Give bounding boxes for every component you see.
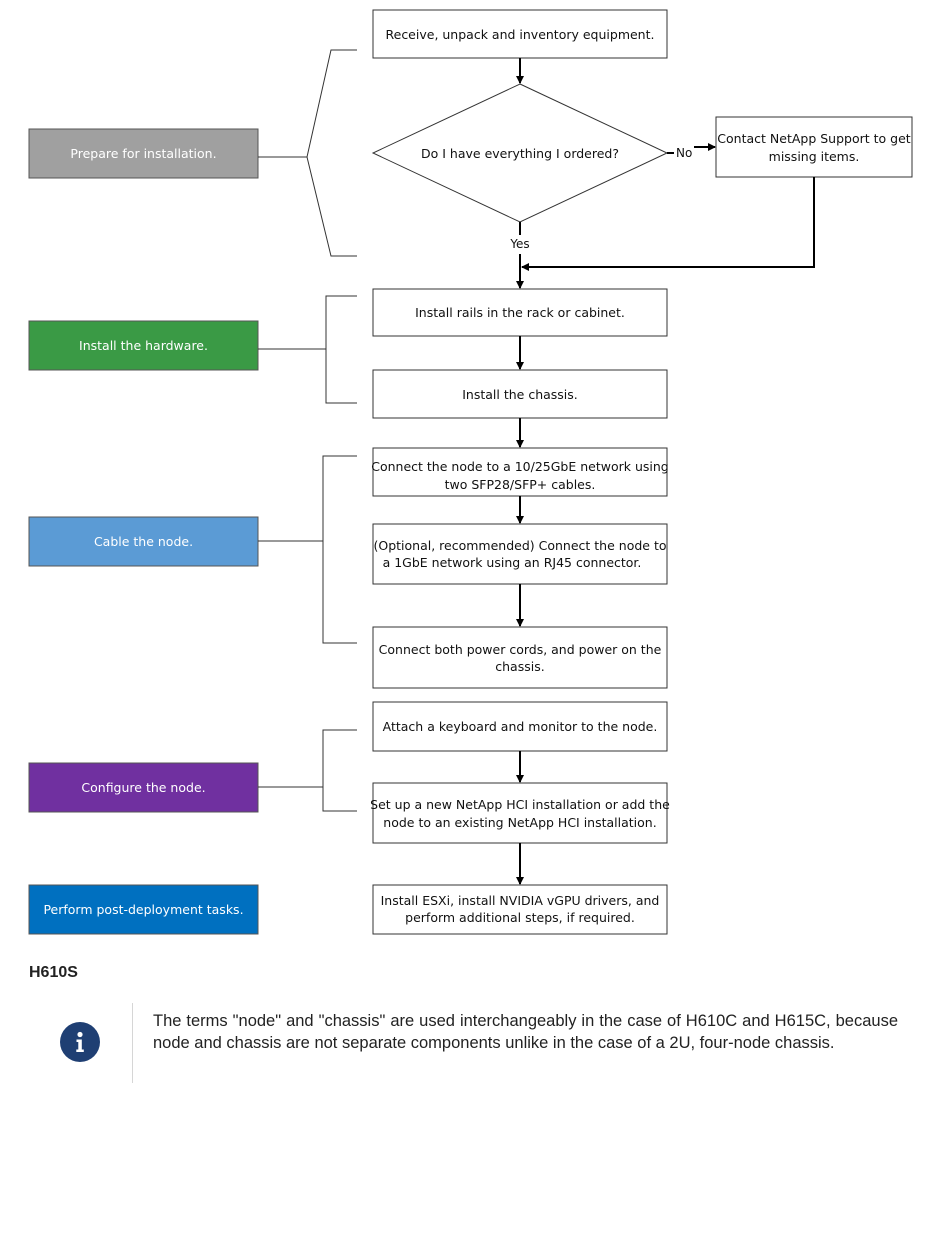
arrow-contact-return <box>521 177 815 271</box>
info-icon <box>60 1022 100 1062</box>
decision-label: Do I have everything I ordered? <box>421 146 619 161</box>
phase-cable-node: Cable the node. <box>28 516 259 567</box>
phase-install-hardware: Install the hardware. <box>28 320 259 371</box>
section-heading: H610S <box>29 964 78 981</box>
phase-install-hardware-label: Install the hardware. <box>79 338 208 353</box>
step-connect-network-box <box>372 447 668 497</box>
note-text: The terms "node" and "chassis" are used … <box>153 1012 898 1052</box>
bracket-cable <box>322 455 357 644</box>
step-rails-label: Install rails in the rack or cabinet. <box>415 305 625 320</box>
step-setup-line1: Set up a new NetApp HCI installation or … <box>370 797 670 812</box>
step-chassis-label: Install the chassis. <box>462 387 578 402</box>
installation-flowchart: Prepare for installation. Install the ha… <box>28 9 913 935</box>
step-power-box <box>372 626 668 689</box>
step-keyboard-box <box>372 701 668 752</box>
step-esxi-line1: Install ESXi, install NVIDIA vGPU driver… <box>381 893 660 908</box>
phase-configure-node-label: Configure the node. <box>81 780 205 795</box>
phase-cable-node-label: Cable the node. <box>94 534 193 549</box>
step-power-line1: Connect both power cords, and power on t… <box>379 642 662 657</box>
step-setup-box <box>372 782 668 844</box>
decision-yes-label: Yes <box>509 237 529 251</box>
bracket-configure <box>322 729 357 812</box>
phase-post-deployment: Perform post-deployment tasks. <box>28 884 259 935</box>
decision-no-label: No <box>676 146 692 160</box>
phase-configure-node: Configure the node. <box>28 762 259 813</box>
step-optional-network-line2: a 1GbE network using an RJ45 connector. <box>383 555 642 570</box>
step-optional-network-box <box>372 523 668 585</box>
step-setup-line2: node to an existing NetApp HCI installat… <box>383 815 656 830</box>
step-power-line2: chassis. <box>495 659 544 674</box>
phase-prepare-label: Prepare for installation. <box>70 146 216 161</box>
phase-post-deployment-label: Perform post-deployment tasks. <box>43 902 243 917</box>
step-keyboard-label: Attach a keyboard and monitor to the nod… <box>383 719 658 734</box>
step-esxi-box <box>372 884 668 935</box>
step-connect-network-line2: two SFP28/SFP+ cables. <box>445 477 596 492</box>
note-callout: The terms "node" and "chassis" are used … <box>30 1003 910 1083</box>
step-chassis-box <box>372 369 668 419</box>
note-divider <box>132 1003 133 1083</box>
phase-brackets <box>258 49 357 812</box>
step-rails-box <box>372 288 668 337</box>
step-esxi-line2: perform additional steps, if required. <box>405 910 635 925</box>
step-contact-label-line2: missing items. <box>769 149 860 164</box>
bracket-hardware <box>325 295 357 404</box>
step-contact-label-line1: Contact NetApp Support to get <box>717 131 910 146</box>
step-receive-box <box>372 9 668 59</box>
bracket-prepare <box>306 49 357 257</box>
step-connect-network-line1: Connect the node to a 10/25GbE network u… <box>371 459 669 474</box>
step-receive-label: Receive, unpack and inventory equipment. <box>386 27 655 42</box>
step-contact-box <box>715 116 913 178</box>
phase-prepare: Prepare for installation. <box>28 128 259 179</box>
step-optional-network-line1: (Optional, recommended) Connect the node… <box>374 538 667 553</box>
